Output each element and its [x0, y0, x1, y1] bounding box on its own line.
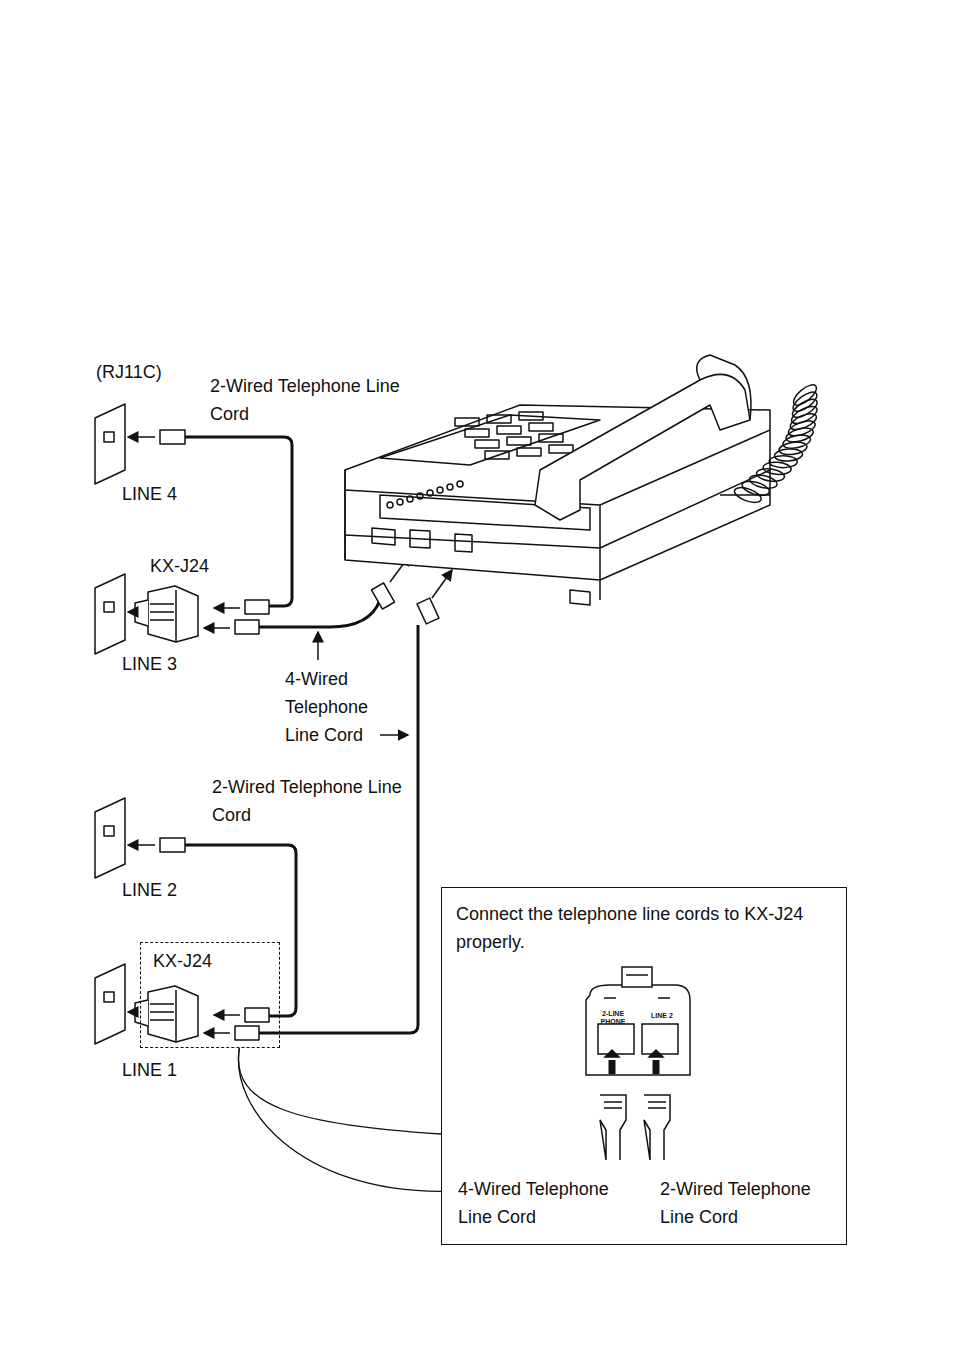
- leader-curve: [238, 1048, 441, 1191]
- key: [517, 448, 541, 456]
- key: [539, 434, 563, 442]
- label: 2-Wired Telephone Line Cord: [210, 372, 400, 428]
- box-text: KX-J24: [153, 947, 273, 975]
- adapter: [148, 986, 198, 1042]
- label: 2-Wired Telephone Line Cord: [212, 773, 402, 829]
- dashed-group: KX-J24: [140, 942, 280, 1048]
- key: [455, 418, 479, 426]
- key: [417, 493, 423, 499]
- key: [497, 426, 521, 434]
- key: [447, 484, 453, 490]
- adapter: [148, 586, 198, 642]
- key: [407, 496, 413, 502]
- key: [397, 499, 403, 505]
- leader-curve: [238, 1048, 441, 1134]
- box-text: 4-Wired Telephone Line Cord: [458, 1175, 638, 1231]
- label: LINE 2: [122, 876, 222, 904]
- key: [465, 429, 489, 437]
- wall-jack: [95, 798, 125, 878]
- label: LINE 4: [122, 480, 222, 508]
- wall-jack: [95, 964, 125, 1044]
- jack-label: LINE 2: [643, 1012, 681, 1020]
- handset: [535, 374, 750, 520]
- key: [549, 445, 573, 453]
- key: [427, 490, 433, 496]
- label: LINE 1: [122, 1056, 222, 1084]
- label: KX-J24: [150, 552, 250, 580]
- key: [519, 412, 543, 420]
- label: 4-Wired Telephone Line Cord: [285, 665, 390, 749]
- key: [507, 437, 531, 445]
- label: (RJ11C): [96, 358, 196, 386]
- label: LINE 3: [122, 650, 222, 678]
- key: [387, 502, 393, 508]
- key: [457, 481, 463, 487]
- box-text: Connect the telephone line cords to KX-J…: [456, 900, 826, 956]
- wall-jack: [95, 404, 125, 484]
- key: [529, 423, 553, 431]
- key: [485, 451, 509, 459]
- box-text: 2-Wired Telephone Line Cord: [660, 1175, 840, 1231]
- key: [437, 487, 443, 493]
- key: [475, 440, 499, 448]
- coil-loop: [774, 448, 803, 462]
- jack-label: 2-LINE PHONE: [593, 1010, 633, 1026]
- wall-jack: [95, 574, 125, 654]
- adapter-detail: [586, 985, 690, 1075]
- note-box: Connect the telephone line cords to KX-J…: [441, 887, 847, 1245]
- key: [487, 415, 511, 423]
